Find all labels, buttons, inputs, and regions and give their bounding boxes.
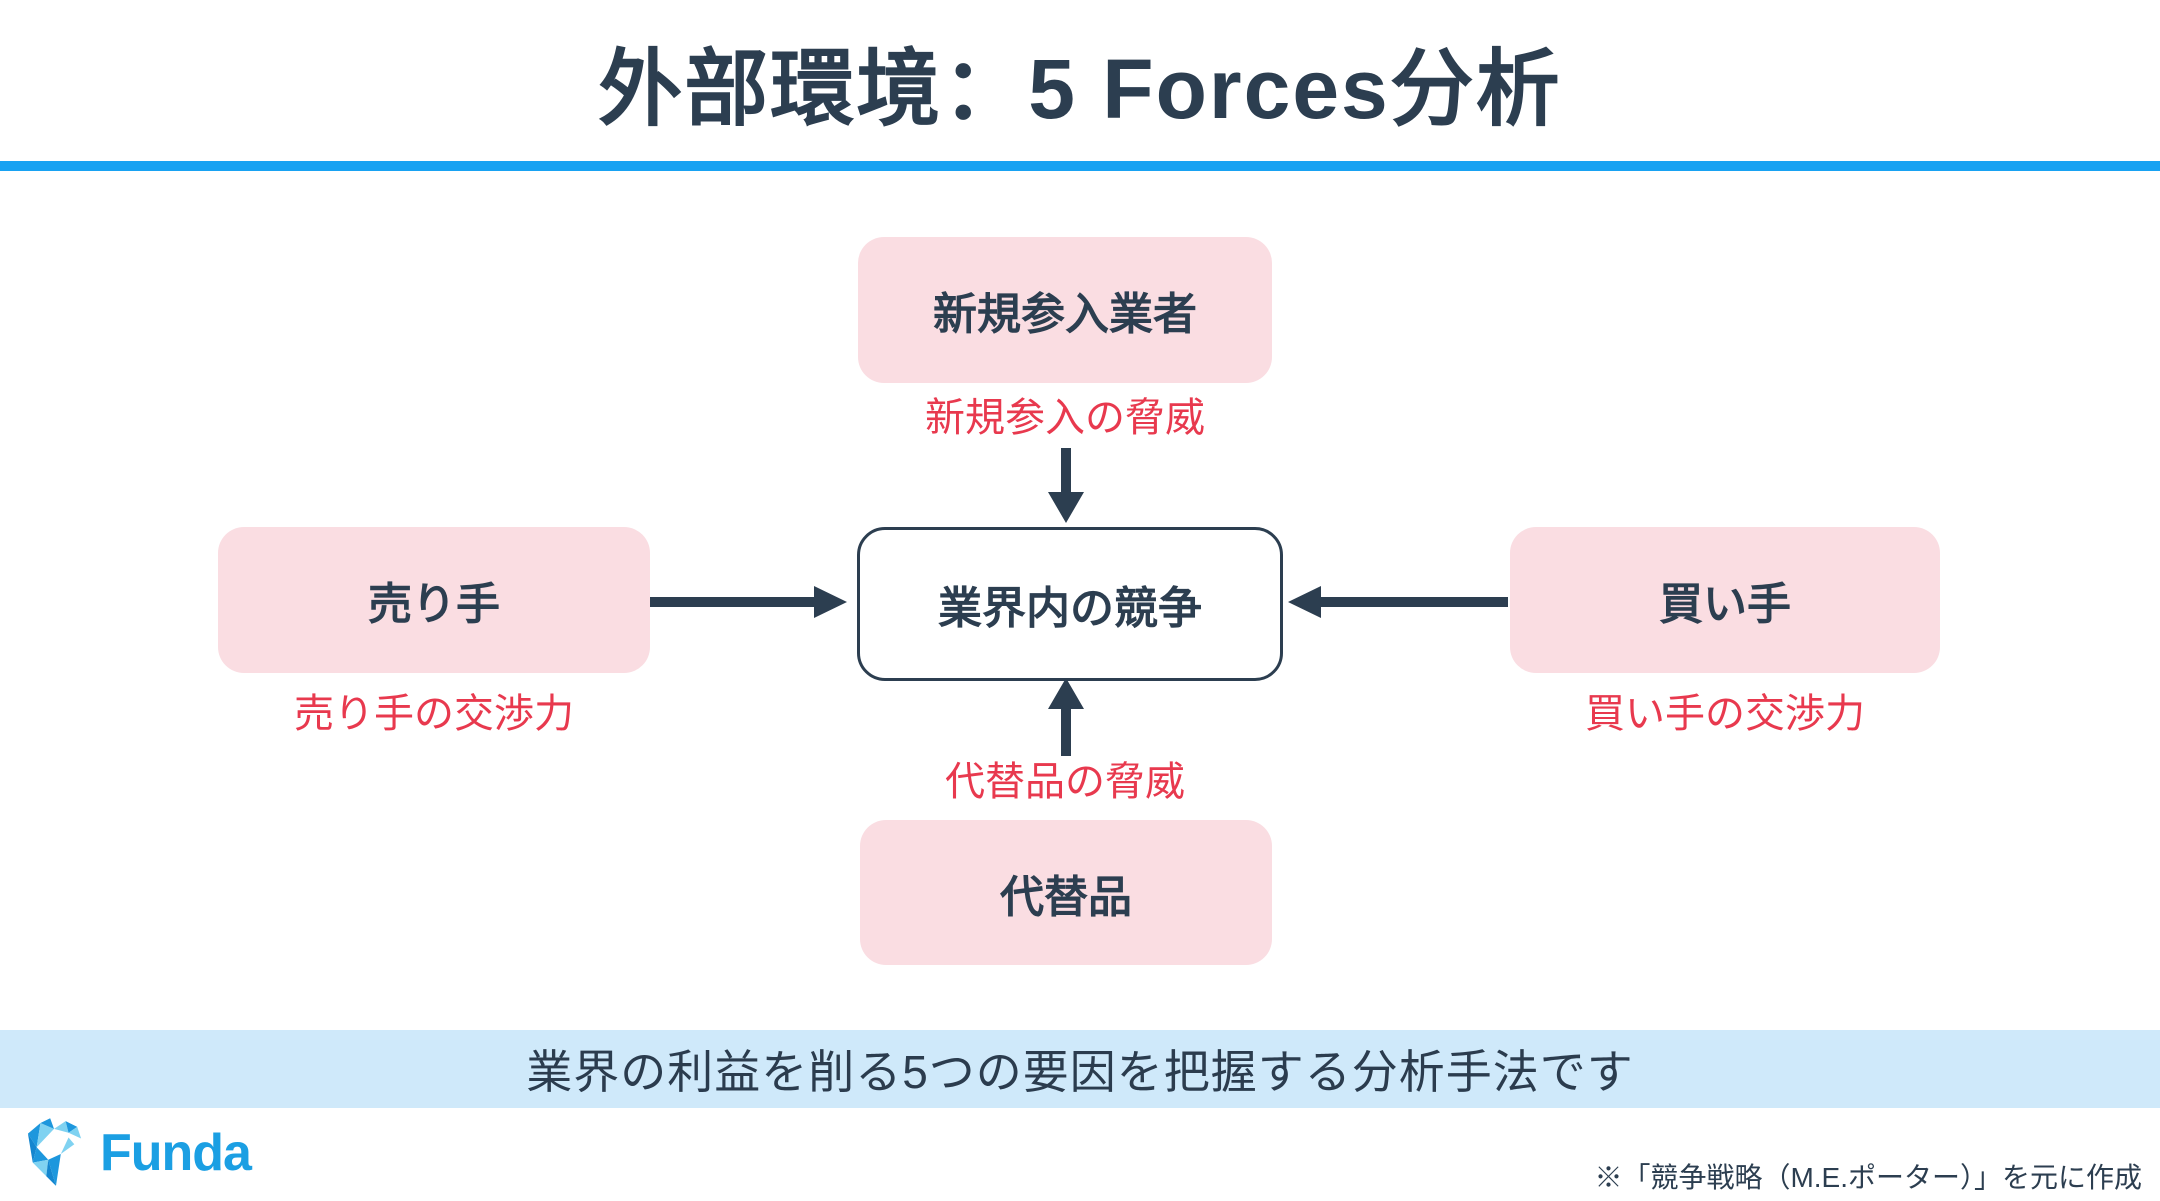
arrow-right-shaft [650, 597, 816, 607]
page-title: 外部環境：5 Forces分析 [598, 42, 1562, 136]
box-industry-rivalry: 業界内の競争 [857, 527, 1283, 681]
box-suppliers: 売り手 [218, 527, 650, 673]
title-divider [0, 161, 2160, 171]
arrow-right-icon [814, 586, 847, 618]
label-threat-of-new-entrants: 新規参入の脅威 [925, 396, 1205, 440]
box-buyers: 買い手 [1510, 527, 1940, 673]
box-new-entrants: 新規参入業者 [858, 237, 1272, 383]
label-buyer-bargaining-power: 買い手の交渉力 [1585, 692, 1865, 736]
label-threat-of-substitutes: 代替品の脅威 [945, 760, 1185, 804]
box-substitutes: 代替品 [860, 820, 1272, 965]
box-suppliers-label: 売り手 [368, 580, 500, 629]
brand-logo: Funda [26, 1118, 252, 1188]
box-new-entrants-label: 新規参入業者 [933, 290, 1197, 339]
label-supplier-bargaining-power: 売り手の交渉力 [294, 692, 574, 736]
box-industry-rivalry-label: 業界内の競争 [938, 584, 1202, 633]
box-buyers-label: 買い手 [1659, 580, 1791, 629]
arrow-left-icon [1288, 586, 1321, 618]
box-substitutes-label: 代替品 [1000, 872, 1132, 922]
arrow-up-shaft [1061, 708, 1071, 756]
brand-wordmark: Funda [100, 1124, 252, 1182]
funda-gem-icon [27, 1118, 82, 1186]
summary-banner-text: 業界の利益を削る5つの要因を把握する分析手法です [526, 1046, 1634, 1098]
arrow-down-icon [1048, 492, 1084, 523]
arrow-down-shaft [1061, 448, 1071, 494]
summary-banner: 業界の利益を削る5つの要因を把握する分析手法です [0, 1030, 2160, 1108]
arrow-up-icon [1048, 678, 1084, 709]
arrow-left-shaft [1321, 597, 1508, 607]
source-credit: ※「競争戦略（M.E.ポーター）」を元に作成 [1594, 1162, 2142, 1193]
